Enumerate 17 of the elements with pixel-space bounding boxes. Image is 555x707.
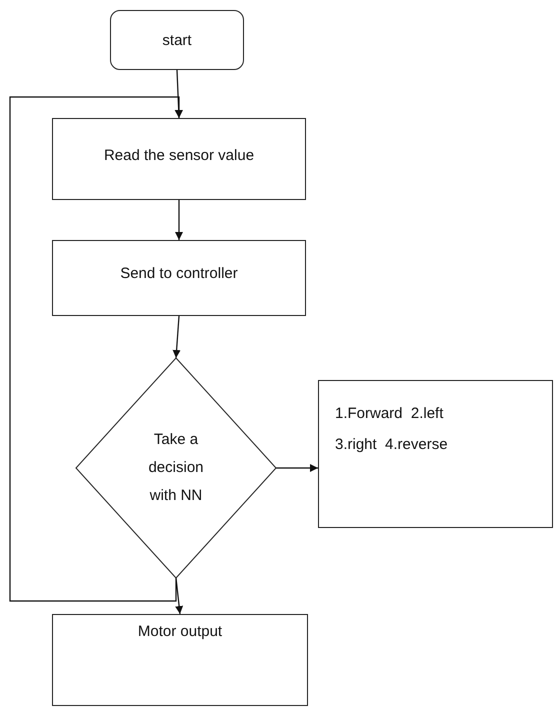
node-text: Send to controller xyxy=(120,265,238,282)
node-text: Read the sensor value xyxy=(104,147,254,164)
process-box xyxy=(52,118,306,200)
arrow xyxy=(175,200,183,240)
arrow xyxy=(172,316,181,358)
arrow xyxy=(9,96,183,602)
node-text: 1.Forward 2.left xyxy=(335,405,444,422)
node-text: Motor output xyxy=(138,623,222,640)
process-box xyxy=(52,240,306,316)
arrow xyxy=(276,464,318,472)
process-box xyxy=(52,614,308,706)
node-text: start xyxy=(162,32,192,48)
process-box xyxy=(318,380,553,528)
node-text: 3.right 4.reverse xyxy=(335,436,448,453)
arrow xyxy=(175,578,184,614)
decision-text: Take a decision with NN xyxy=(147,430,205,506)
start-terminal xyxy=(110,10,244,70)
